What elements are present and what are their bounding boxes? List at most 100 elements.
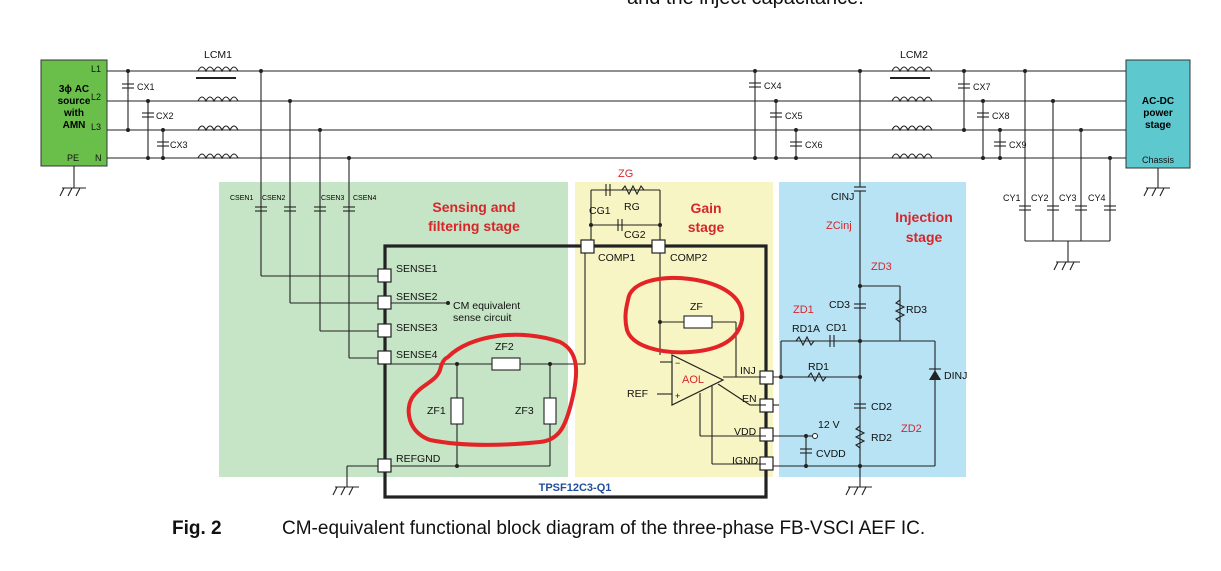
choke-lcm1: LCM1 [196,49,239,160]
label-cg2: CG2 [624,229,646,241]
ac-dc-load-block [1125,59,1191,169]
x-caps-middle [749,69,802,160]
label-lcm2: LCM2 [900,49,928,61]
load-line-1: AC-DC [1142,96,1174,107]
load-line-2: power [1143,108,1173,119]
injection-network [773,69,941,468]
label-ref: REF [627,388,648,400]
label-zd2: ZD2 [901,423,922,435]
terminal-l2: L2 [91,92,101,102]
label-cy1: CY1 [1003,193,1021,203]
injection-title-1: Injection [895,209,953,225]
gain-title-1: Gain [690,200,721,216]
ground-symbols [59,166,1170,496]
pin-en: EN [742,393,757,405]
label-aol: AOL [682,374,704,386]
annotation-loop-filter [406,332,579,447]
figure-caption-text: CM-equivalent functional block diagram o… [282,518,926,539]
label-rd2: RD2 [871,432,892,444]
gain-title-2: stage [688,219,725,235]
pin-comp1: COMP1 [598,252,636,264]
label-dinj: DINJ [944,370,967,382]
label-rd1a: RD1A [792,323,820,335]
label-cy2: CY2 [1031,193,1049,203]
sense-note-2: sense circuit [453,312,511,324]
label-zg: ZG [618,168,633,180]
label-cx5: CX5 [785,111,803,121]
label-csen1: CSEN1 [230,195,253,202]
source-pe-label: PE [67,153,79,163]
ic-name: TPSF12C3-Q1 [539,482,612,494]
label-lcm1: LCM1 [204,49,232,61]
label-rd3: RD3 [906,304,927,316]
figure-label: Fig. 2 [172,518,222,539]
terminal-l3: L3 [91,122,101,132]
label-cvdd: CVDD [816,448,846,460]
annotation-loop-gain [623,275,745,355]
label-zf3: ZF3 [515,405,534,417]
label-12v: 12 V [818,419,840,431]
ic-pins [377,239,774,473]
pin-comp2: COMP2 [670,252,708,264]
sense-note-1: CM equivalent [453,300,520,312]
label-cx9: CX9 [1009,140,1027,150]
pin-sense3: SENSE3 [396,322,438,334]
label-cx4: CX4 [764,81,782,91]
label-zf1: ZF1 [427,405,446,417]
label-csen2: CSEN2 [262,195,285,202]
filter-network [391,253,586,468]
pin-sense1: SENSE1 [396,263,438,275]
source-line-3: with [63,108,84,119]
label-cx1: CX1 [137,82,155,92]
label-zf: ZF [690,301,703,313]
sense-network [255,69,381,467]
pin-vdd: VDD [734,426,757,438]
sensing-title-1: Sensing and [432,199,515,215]
label-cinj: CINJ [831,191,854,203]
power-lines [107,70,1126,159]
pin-sense4: SENSE4 [396,349,438,361]
label-zd1: ZD1 [793,304,814,316]
source-line-1: 3ϕ AC [59,84,89,95]
label-cx3: CX3 [170,140,188,150]
svg-text:−: − [675,358,680,368]
label-cx7: CX7 [973,82,991,92]
source-line-4: AMN [63,120,86,131]
label-cy4: CY4 [1088,193,1106,203]
sensing-stage-bg [219,182,568,477]
label-zcinj: ZCinj [826,220,852,232]
label-cx2: CX2 [156,111,174,121]
x-caps-left [122,69,169,160]
label-cd2: CD2 [871,401,892,413]
figure-caption: Fig. 2 CM-equivalent functional block di… [0,518,1221,552]
label-cx8: CX8 [992,111,1010,121]
top-text-fragment: and the inject capacitance. [627,0,864,10]
label-cy3: CY3 [1059,193,1077,203]
sensing-title-2: filtering stage [428,218,520,234]
label-csen3: CSEN3 [321,195,344,202]
load-chassis-label: Chassis [1142,155,1175,165]
label-csen4: CSEN4 [353,195,376,202]
op-amp: − + [657,354,766,465]
gain-network [589,184,737,377]
label-zd3: ZD3 [871,261,892,273]
pin-sense2: SENSE2 [396,291,438,303]
pin-inj: INJ [740,365,756,377]
choke-lcm2: LCM2 [890,49,933,160]
terminal-n: N [95,153,102,163]
x-caps-right [958,69,1006,160]
label-zf2: ZF2 [495,341,514,353]
y-caps [1019,69,1116,242]
pin-refgnd: REFGND [396,453,441,465]
label-cd1: CD1 [826,322,847,334]
label-rg: RG [624,201,640,213]
source-line-2: source [58,96,91,107]
load-line-3: stage [1145,120,1172,131]
label-rd1: RD1 [808,361,829,373]
label-cd3: CD3 [829,299,850,311]
label-cg1: CG1 [589,205,611,217]
pin-ignd: IGND [732,455,759,467]
svg-text:+: + [675,391,680,401]
injection-title-2: stage [906,229,943,245]
